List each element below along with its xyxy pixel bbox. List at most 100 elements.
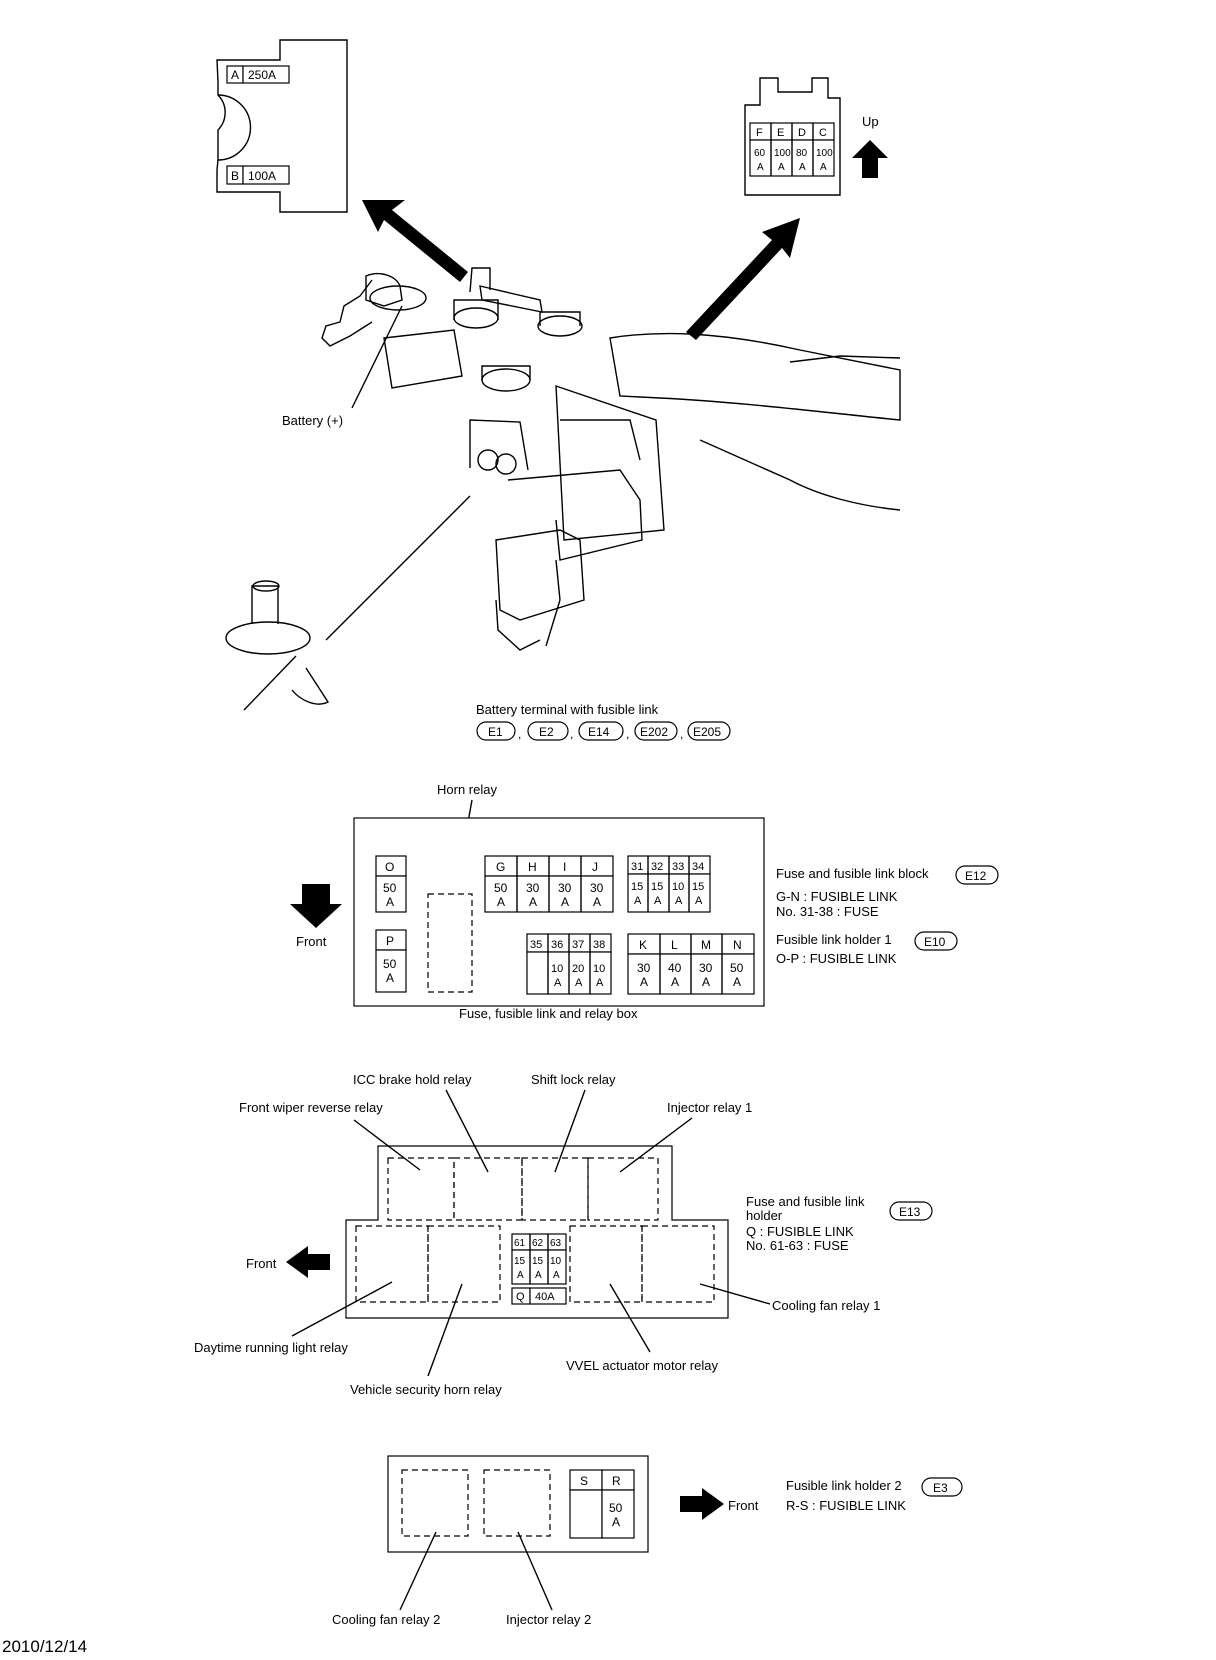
diagram-text: 50 (609, 1501, 623, 1515)
diagram-text: S (580, 1474, 588, 1488)
fusible-link-ab: A 250A B 100A (216, 39, 348, 213)
diagram-text: M (701, 938, 711, 952)
link-b-letter: B (231, 169, 239, 183)
diagram-text: A (671, 975, 679, 989)
holder2-conn: E3 (933, 1481, 948, 1495)
drl-leader (291, 1281, 393, 1337)
link-f-rating: 60 (754, 148, 766, 159)
diagram-text: A (575, 977, 583, 989)
vsh-leader (427, 1283, 463, 1377)
cooling1-label: Cooling fan relay 1 (772, 1298, 880, 1313)
diagram-text: 30 (637, 961, 651, 975)
diagram-text: 61 (514, 1238, 526, 1249)
link-c-rating: 100 (816, 148, 833, 159)
up-arrow-icon (852, 140, 888, 178)
diagram-text: A (553, 1270, 560, 1281)
up-label: Up (862, 114, 879, 129)
diagram-text: 50 (494, 881, 508, 895)
link-b-rating: 100A (248, 169, 276, 183)
connector-e202: E202 (640, 725, 668, 739)
fuses-35-38: 35 36 37 38 10 20 10 A A A (526, 933, 612, 995)
link-a-letter: A (231, 68, 239, 82)
fuses-31-34: 31 32 33 34 15 15 10 15 A A A A (627, 855, 711, 913)
diagram-text: 15 (532, 1256, 544, 1267)
link-c-letter: C (819, 127, 827, 139)
fuses-k-n: K L M N 30 40 30 50 A A A A (627, 933, 755, 995)
vvel-label: VVEL actuator motor relay (566, 1358, 718, 1373)
diagram-text: 15 (692, 881, 704, 893)
diagram-text: 33 (672, 861, 684, 873)
block-conn-oval (955, 865, 999, 885)
diagram-text: 10 (551, 963, 563, 975)
fuses-g-j: G H I J 50 30 30 30 A A A A (484, 855, 614, 913)
holder2-line: R-S : FUSIBLE LINK (786, 1498, 906, 1513)
diagram-text: 50 (383, 957, 397, 971)
block-line2: No. 31-38 : FUSE (776, 904, 879, 919)
diagram-text: 30 (699, 961, 713, 975)
diagram-text: Q (516, 1291, 525, 1303)
diagram-text: A (640, 975, 648, 989)
diagram-text: 15 (651, 881, 663, 893)
wiper-leader (353, 1119, 421, 1171)
block-label: Fuse and fusible link block (776, 866, 929, 881)
diagram-text: , (680, 727, 683, 741)
diagram-text: O (385, 860, 394, 874)
holder1-label: Fusible link holder 1 (776, 932, 892, 947)
diagram-text: A (529, 895, 537, 909)
link-f-letter: F (756, 127, 763, 139)
front-left-arrow-icon (286, 1246, 330, 1278)
e13-top-relay-slots (355, 1157, 715, 1303)
block-conn: E12 (965, 869, 987, 883)
diagram-text: A (593, 895, 601, 909)
connector-e1: E1 (488, 725, 503, 739)
diagram-text: 20 (572, 963, 584, 975)
icc-leader (445, 1089, 489, 1173)
link-d-unit: A (799, 162, 806, 173)
injector1-label: Injector relay 1 (667, 1100, 752, 1115)
link-c-unit: A (820, 162, 827, 173)
diagram-text: 38 (593, 939, 605, 951)
diagram-text: 32 (651, 861, 663, 873)
diagram-text: A (386, 895, 394, 909)
diagram-text: 34 (692, 861, 704, 873)
diagram-text: A (612, 1515, 620, 1529)
diagram-text: 63 (550, 1238, 562, 1249)
diagram-text: , (518, 727, 521, 741)
holder2-front-label: Front (728, 1498, 759, 1513)
connector-e2: E2 (539, 725, 554, 739)
diagram-text: 15 (514, 1256, 526, 1267)
arrow-to-ab-icon (362, 200, 468, 282)
shift-label: Shift lock relay (531, 1072, 616, 1087)
diagram-text: R (612, 1474, 621, 1488)
e13-line2: No. 61-63 : FUSE (746, 1238, 849, 1253)
diagram-text: 50 (383, 881, 397, 895)
diagram-text: A (634, 895, 642, 907)
diagram-text: 50 (730, 961, 744, 975)
battery-terminal-illustration (225, 267, 901, 711)
diagram-text: 30 (558, 881, 572, 895)
link-e-letter: E (777, 127, 784, 139)
front-right-arrow-icon (680, 1488, 724, 1520)
block-line1: G-N : FUSIBLE LINK (776, 889, 898, 904)
link-d-rating: 80 (796, 148, 808, 159)
diagram-text: 30 (590, 881, 604, 895)
diagram-text: 31 (631, 861, 643, 873)
fusible-link-fedc: F E D C 60 100 80 100 A A A A (744, 77, 841, 196)
relay-box-caption: Fuse, fusible link and relay box (459, 1006, 638, 1021)
diagram-text: 40 (668, 961, 682, 975)
horn-relay-outline (427, 893, 473, 993)
terminal-connectors: E1 , E2 , E14 , E202 , E205 (476, 721, 731, 741)
holder2-legend-label: Fusible link holder 2 (786, 1478, 902, 1493)
cooling2-slot (401, 1469, 469, 1537)
link-a-rating: 250A (248, 68, 276, 82)
connector-e205: E205 (693, 725, 721, 739)
cooling2-leader (399, 1531, 437, 1611)
diagram-text: J (592, 860, 598, 874)
wiper-label: Front wiper reverse relay (239, 1100, 383, 1115)
diagram-text: A (654, 895, 662, 907)
diagram-text: A (554, 977, 562, 989)
injector2-leader (517, 1531, 553, 1611)
arrow-to-fedc-icon (686, 218, 800, 340)
diagram-text: , (570, 727, 573, 741)
diagram-text: A (695, 895, 703, 907)
